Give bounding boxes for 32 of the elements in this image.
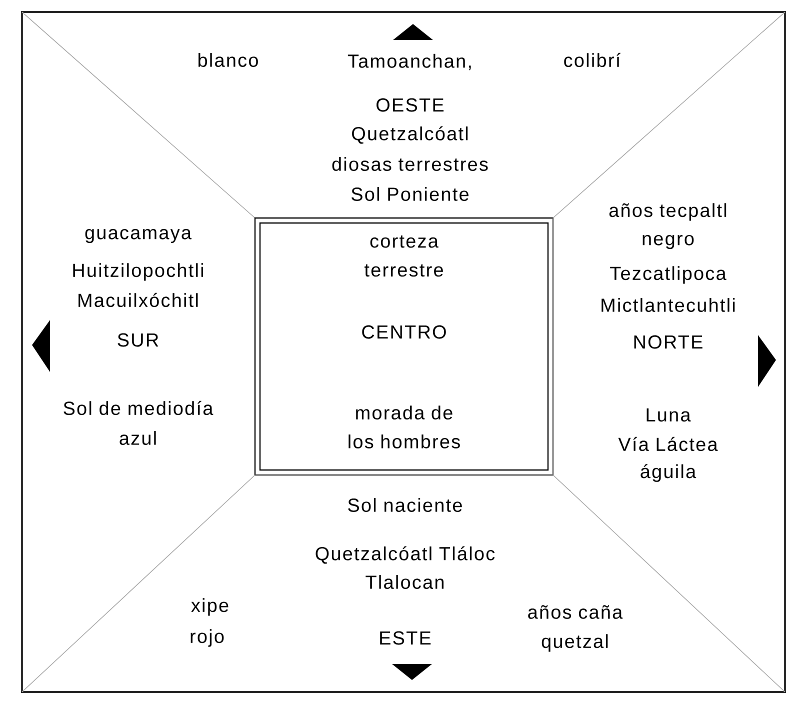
- region-text: Quetzalcóatl Tláloc: [316, 546, 495, 564]
- region-text: blanco: [198, 53, 258, 67]
- region-text: Tlalocan: [366, 575, 444, 589]
- region-text: azul: [120, 431, 156, 445]
- region-text: años tecpaltl: [609, 203, 726, 221]
- region-text: años caña: [528, 605, 623, 619]
- region-text: diosas terrestres: [332, 157, 488, 171]
- region-text: Vía Láctea: [618, 436, 718, 452]
- region-text: Huitzilopochtli: [73, 263, 204, 281]
- region-text: morada de los hombres: [348, 406, 460, 448]
- region-text: Tamoanchan,: [348, 54, 471, 70]
- region-text: Sol naciente: [348, 498, 462, 512]
- region-text: quetzal: [542, 634, 608, 652]
- region-text: SUR: [118, 333, 158, 347]
- region-text: Sol de mediodía: [64, 400, 214, 416]
- region-text: guacamaya: [85, 228, 192, 244]
- region-text: negro: [642, 234, 694, 250]
- region-text: NORTE: [634, 335, 702, 349]
- region-text: Tezcatlipoca: [610, 266, 726, 284]
- region-text: Quetzalcóatl: [352, 126, 468, 144]
- region-text: Luna: [646, 408, 691, 422]
- region-text: OESTE: [376, 98, 444, 112]
- region-text: CENTRO: [362, 325, 446, 339]
- region-text: águila: [640, 464, 696, 482]
- region-text: xipe: [191, 598, 228, 616]
- region-text: colibrí: [564, 52, 621, 68]
- region-text: corteza terrestre: [364, 235, 443, 277]
- region-text: Macuilxóchitl: [78, 292, 198, 308]
- region-text: rojo: [190, 629, 224, 647]
- region-text: Sol Poniente: [352, 187, 468, 201]
- region-text: ESTE: [380, 631, 431, 645]
- region-text: Mictlantecuhtli: [602, 298, 735, 312]
